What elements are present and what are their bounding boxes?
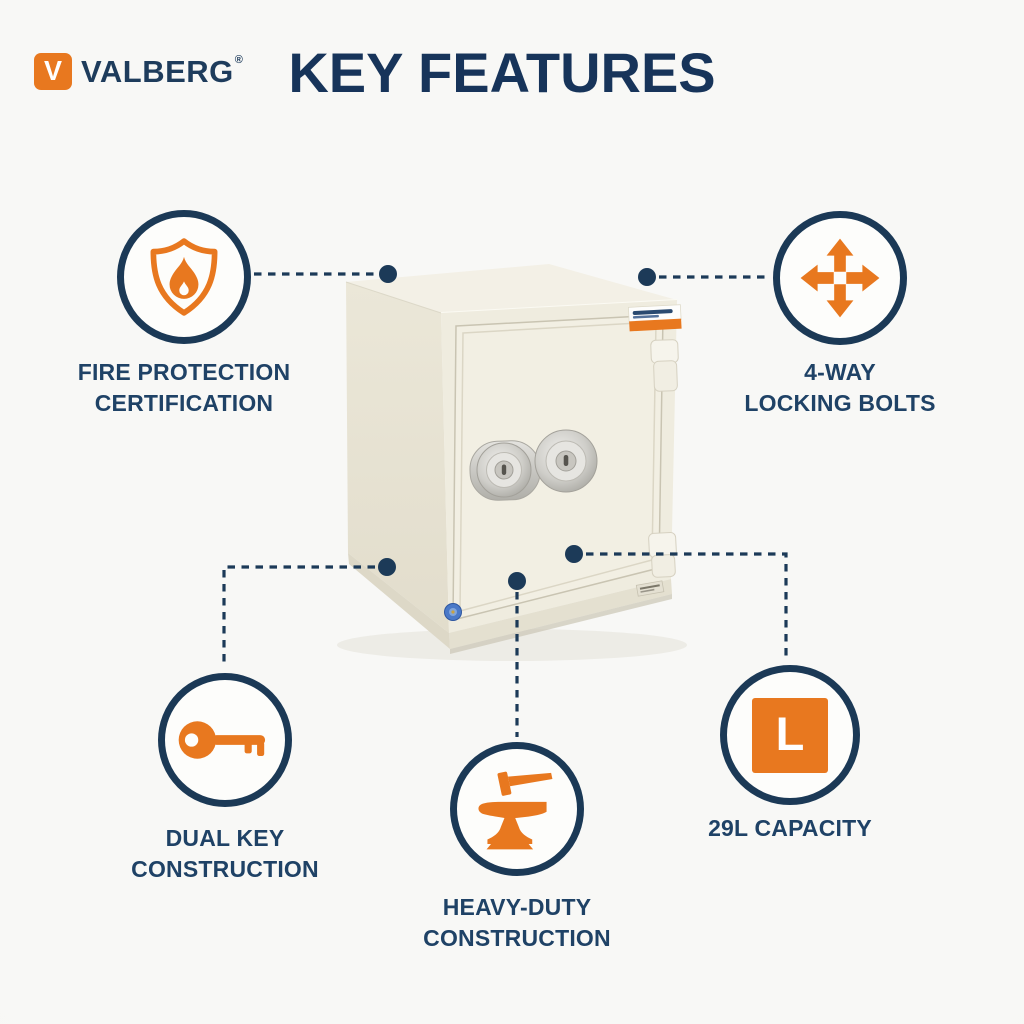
feature-label-line: LOCKING BOLTS	[744, 390, 936, 416]
feature-label-line: CERTIFICATION	[94, 390, 274, 416]
feature-label-line: HEAVY-DUTY	[442, 894, 592, 920]
feature-label-locking-bolts: 4-WAY LOCKING BOLTS	[680, 357, 1000, 419]
anchor-dot-heavyduty	[508, 572, 526, 590]
registered-mark: ®	[234, 54, 243, 66]
capacity-square-icon: L	[752, 697, 828, 773]
brand-logo-mark: V	[34, 53, 72, 90]
right-keylock	[534, 429, 598, 493]
dual-keylocks	[469, 429, 598, 501]
feature-label-line: DUAL KEY	[165, 825, 285, 851]
anchor-dot-fire	[379, 265, 397, 283]
fire-shield-icon	[150, 238, 218, 316]
anchor-dot-dualkey	[378, 558, 396, 576]
safe-left-face	[346, 282, 449, 633]
feature-label-capacity: 29L CAPACITY	[630, 813, 950, 844]
feature-label-heavy-duty: HEAVY-DUTY CONSTRUCTION	[357, 892, 677, 954]
connector-capacity	[586, 552, 788, 660]
brand-emblem	[444, 603, 462, 621]
safe-body	[337, 264, 687, 661]
door-hinge-bottom	[648, 532, 677, 578]
dual-key-icon	[178, 721, 266, 759]
anchor-dots	[378, 265, 656, 590]
anchor-dot-capacity	[565, 545, 583, 563]
door-brand-sticker	[627, 304, 682, 332]
brand-name: VALBERG	[81, 54, 234, 89]
feature-circle-heavy-duty	[450, 742, 584, 876]
four-way-arrows-icon	[800, 238, 880, 318]
capacity-letter: L	[775, 706, 805, 760]
feature-label-line: CONSTRUCTION	[423, 925, 611, 951]
feature-label-dual-key: DUAL KEY CONSTRUCTION	[65, 823, 385, 885]
feature-label-line: CONSTRUCTION	[131, 856, 319, 882]
anvil-hammer-icon	[478, 771, 553, 850]
feature-label-fire-protection: FIRE PROTECTION CERTIFICATION	[24, 357, 344, 419]
feature-label-line: 29L CAPACITY	[708, 815, 872, 841]
feature-circle-locking-bolts	[773, 211, 907, 345]
feature-circle-dual-key	[158, 673, 292, 807]
serial-label	[635, 580, 665, 597]
brand-logo-letter: V	[43, 55, 62, 87]
door-hinge-top	[650, 339, 679, 392]
brand-logo-wordmark: VALBERG®	[81, 53, 243, 90]
connector-dualkey	[222, 565, 375, 665]
feature-label-line: 4-WAY	[804, 359, 876, 385]
safe-top-face	[346, 264, 677, 313]
feature-circle-fire-protection	[117, 210, 251, 344]
page-title: KEY FEATURES	[288, 41, 716, 104]
connectors	[222, 272, 788, 737]
anchor-dot-bolts	[638, 268, 656, 286]
feature-label-line: FIRE PROTECTION	[77, 359, 291, 385]
feature-circle-capacity: L	[720, 665, 860, 805]
left-keylock	[476, 442, 532, 498]
brand-logo: V VALBERG®	[34, 53, 243, 90]
